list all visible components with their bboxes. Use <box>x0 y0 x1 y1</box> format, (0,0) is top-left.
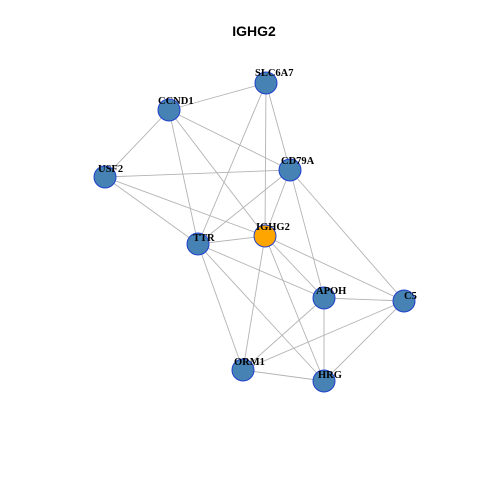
edge-slc6a7-ccnd1 <box>168 82 267 111</box>
node-label-apoh: APOH <box>316 286 346 297</box>
edge-ttr-orm1 <box>197 243 244 371</box>
edge-slc6a7-ttr <box>197 82 267 245</box>
node-label-orm1: ORM1 <box>234 357 265 368</box>
node-circle-slc6a7 <box>254 71 278 95</box>
edge-c5-hrg <box>323 300 405 382</box>
node-label-hrg: HRG <box>318 370 342 381</box>
edge-apoh-orm1 <box>242 297 325 371</box>
node-circle-ccnd1 <box>157 98 181 122</box>
node-orm1: ORM1 <box>231 357 265 382</box>
edge-slc6a7-ighg2 <box>264 82 267 237</box>
node-label-slc6a7: SLC6A7 <box>255 68 294 79</box>
node-label-c5: C5 <box>404 291 417 302</box>
edge-usf2-ighg2 <box>104 176 266 237</box>
edge-apoh-c5 <box>323 297 405 302</box>
edge-ccnd1-ttr <box>168 109 199 245</box>
edges <box>104 82 405 382</box>
node-cd79a: CD79A <box>278 156 315 182</box>
node-apoh: APOH <box>312 286 346 310</box>
node-label-ccnd1: CCND1 <box>158 96 194 107</box>
node-circle-ighg2 <box>253 224 277 248</box>
node-label-cd79a: CD79A <box>281 156 315 167</box>
node-circle-ttr <box>186 232 210 256</box>
edge-cd79a-ttr <box>197 169 291 245</box>
node-slc6a7: SLC6A7 <box>254 68 294 95</box>
node-circle-cd79a <box>278 158 302 182</box>
edge-ighg2-c5 <box>264 235 405 302</box>
node-ighg2: IGHG2 <box>253 222 290 248</box>
node-ccnd1: CCND1 <box>157 96 194 122</box>
edge-c5-orm1 <box>242 300 405 371</box>
edge-ccnd1-cd79a <box>168 109 291 171</box>
edge-slc6a7-cd79a <box>265 82 291 171</box>
node-label-ighg2: IGHG2 <box>256 222 290 233</box>
node-circle-orm1 <box>231 358 255 382</box>
edge-cd79a-c5 <box>289 169 405 302</box>
edge-usf2-ttr <box>104 176 199 245</box>
edge-ttr-apoh <box>197 243 325 299</box>
edge-ighg2-apoh <box>264 235 325 299</box>
graph-title: IGHG2 <box>232 23 276 39</box>
edge-usf2-cd79a <box>104 169 291 178</box>
edge-orm1-hrg <box>242 369 325 382</box>
node-ttr: TTR <box>186 232 215 256</box>
node-circle-hrg <box>312 369 336 393</box>
edge-ighg2-orm1 <box>242 235 266 371</box>
edge-ccnd1-usf2 <box>104 109 170 178</box>
edge-ighg2-hrg <box>264 235 325 382</box>
node-usf2: USF2 <box>93 164 123 189</box>
node-label-usf2: USF2 <box>98 164 123 175</box>
node-circle-c5 <box>392 289 416 313</box>
node-c5: C5 <box>392 289 417 313</box>
node-circle-usf2 <box>93 165 117 189</box>
edge-ttr-hrg <box>197 243 325 382</box>
node-label-ttr: TTR <box>193 233 215 244</box>
edge-cd79a-ighg2 <box>264 169 291 237</box>
edge-cd79a-apoh <box>289 169 325 299</box>
node-circle-apoh <box>312 286 336 310</box>
node-hrg: HRG <box>312 369 342 393</box>
